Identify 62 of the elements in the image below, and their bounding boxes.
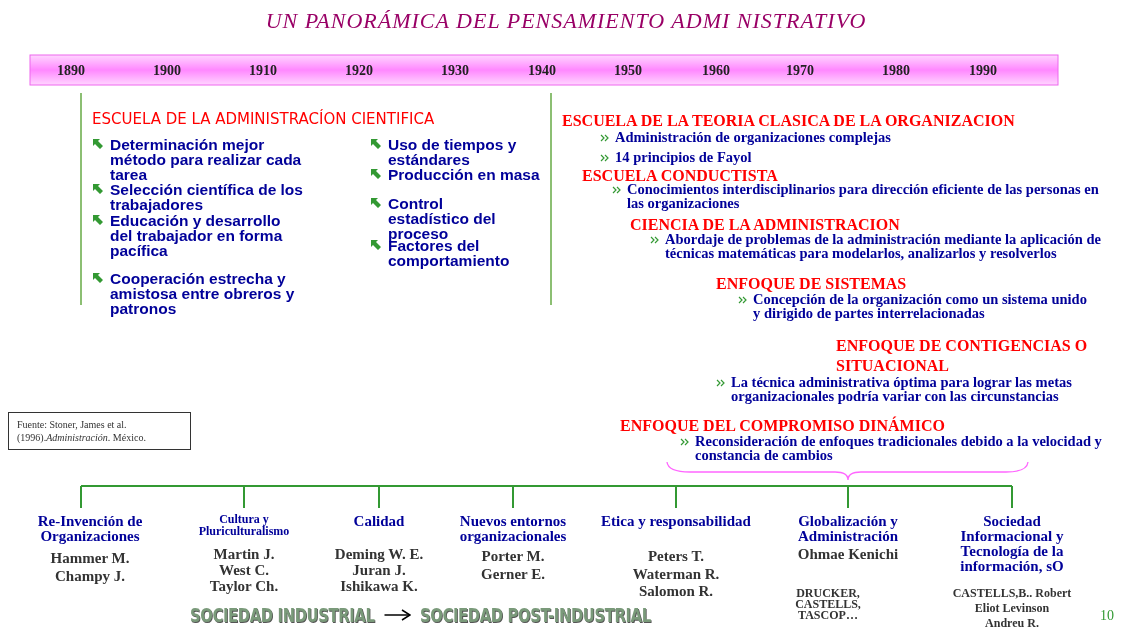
author-name: Ohmae Kenichi (796, 546, 900, 562)
year-label: 1960 (702, 63, 731, 79)
author-name: Porter M. (480, 548, 546, 564)
section-heading: ESCUELA DE LA ADMINISTRACÍON CIENTIFICA (92, 110, 436, 128)
section-heading: CIENCIA DE LA ADMINISTRACION (630, 215, 901, 234)
author-name: Hammer M. (49, 550, 131, 566)
bullet-text: Conocimientos interdisciplinarios para dirección eficiente de las personas en las organizaciones (627, 182, 1100, 210)
year-label: 1980 (882, 63, 911, 79)
bullet-text: 14 principios de Fayol (615, 150, 752, 164)
bullet-text: Producción en masa (388, 167, 540, 182)
bullet-text: Concepción de la organización como un sistema unido y dirigido de partes interrelacionadas (753, 292, 1088, 320)
author-name: Champy J. (54, 568, 126, 584)
year-label: 1910 (249, 63, 278, 79)
author-name: Ishikawa K. (339, 578, 419, 594)
bullet-text: Selección científica de los trabajadores (110, 182, 304, 212)
author-name: CASTELLS,B.. Robert (951, 588, 1073, 599)
author-name: Andreu R. (984, 618, 1040, 629)
bullet-text: Administración de organizaciones complejas (615, 130, 891, 144)
bullet-text: La técnica administrativa óptima para lograr las metas organizacionales podría variar con las circunstancias (731, 375, 1073, 403)
topic-heading: Globalización y Administración (797, 514, 899, 544)
arrow (383, 609, 411, 621)
section-heading: ENFOQUE DE CONTIGENCIAS O SITUACIONAL (836, 336, 1089, 376)
author-name: Eliot Levinson (973, 603, 1051, 614)
author-name: Gerner E. (480, 566, 546, 582)
topic-heading: Sociedad Informacional y Tecnología de la información, sO (959, 514, 1065, 574)
year-label: 1950 (614, 63, 643, 79)
source-note-box: Fuente: Stoner, James et al. (1996).Administración. México. (8, 412, 191, 450)
author-name: Waterman R. (631, 566, 721, 582)
bullet-text: Educación y desarrollo del trabajador en forma pacífica (110, 213, 284, 258)
year-label: 1990 (969, 63, 998, 79)
author-name: West C. (218, 562, 270, 578)
bullet-text: Determinación mejor método para realizar cada tarea (110, 137, 303, 182)
author-name: Deming W. E. (333, 546, 425, 562)
topic-heading: Cultura y Pluriculturalismo (197, 513, 291, 537)
section-heading: ENFOQUE DEL COMPROMISO DINÁMICO (620, 416, 946, 436)
topic-heading: Etica y responsabilidad (601, 514, 751, 529)
year-label: 1890 (57, 63, 86, 79)
section-heading: ESCUELA CONDUCTISTA (582, 166, 779, 184)
author-name: Juran J. (351, 562, 407, 578)
bullet-text: Abordaje de problemas de la administración mediante la aplicación de técnicas matemáticas para modelarlos, analizarlos y resolverlos (665, 232, 1102, 260)
page-number: 10 (1100, 608, 1115, 624)
bullet-text: Cooperación estrecha y amistosa entre obreros y patronos (110, 271, 296, 316)
era-label: SOCIEDAD INDUSTRIAL (190, 604, 375, 626)
year-label: 1920 (345, 63, 374, 79)
author-name: Peters T. (646, 548, 706, 564)
bullet-text: Uso de tiempos y estándares (388, 137, 518, 167)
bullet-text: Reconsideración de enfoques tradicionales debido a la velocidad y constancia de cambios (695, 434, 1103, 462)
author-name: Martin J. (212, 546, 276, 562)
author-name: Salomon R. (637, 583, 715, 599)
section-heading: ESCUELA DE LA TEORIA CLASICA DE LA ORGANIZACION (562, 111, 1016, 131)
author-name: Taylor Ch. (208, 578, 280, 594)
topic-heading: Re-Invención de Organizaciones (36, 514, 144, 544)
title: UN PANORÁMICA DEL PENSAMIENTO ADMI NISTRATIVO (264, 8, 868, 34)
year-label: 1930 (441, 63, 470, 79)
topic-heading: Nuevos entornos organizacionales (458, 514, 568, 544)
era-label: SOCIEDAD POST-INDUSTRIAL (420, 604, 651, 626)
year-label: 1940 (528, 63, 557, 79)
year-label: 1900 (153, 63, 182, 79)
topic-heading: Calidad (352, 514, 406, 529)
section-heading: ENFOQUE DE SISTEMAS (716, 274, 908, 294)
author-name: DRUCKER, CASTELLS, TASCOP… (794, 588, 862, 621)
year-label: 1970 (786, 63, 815, 79)
